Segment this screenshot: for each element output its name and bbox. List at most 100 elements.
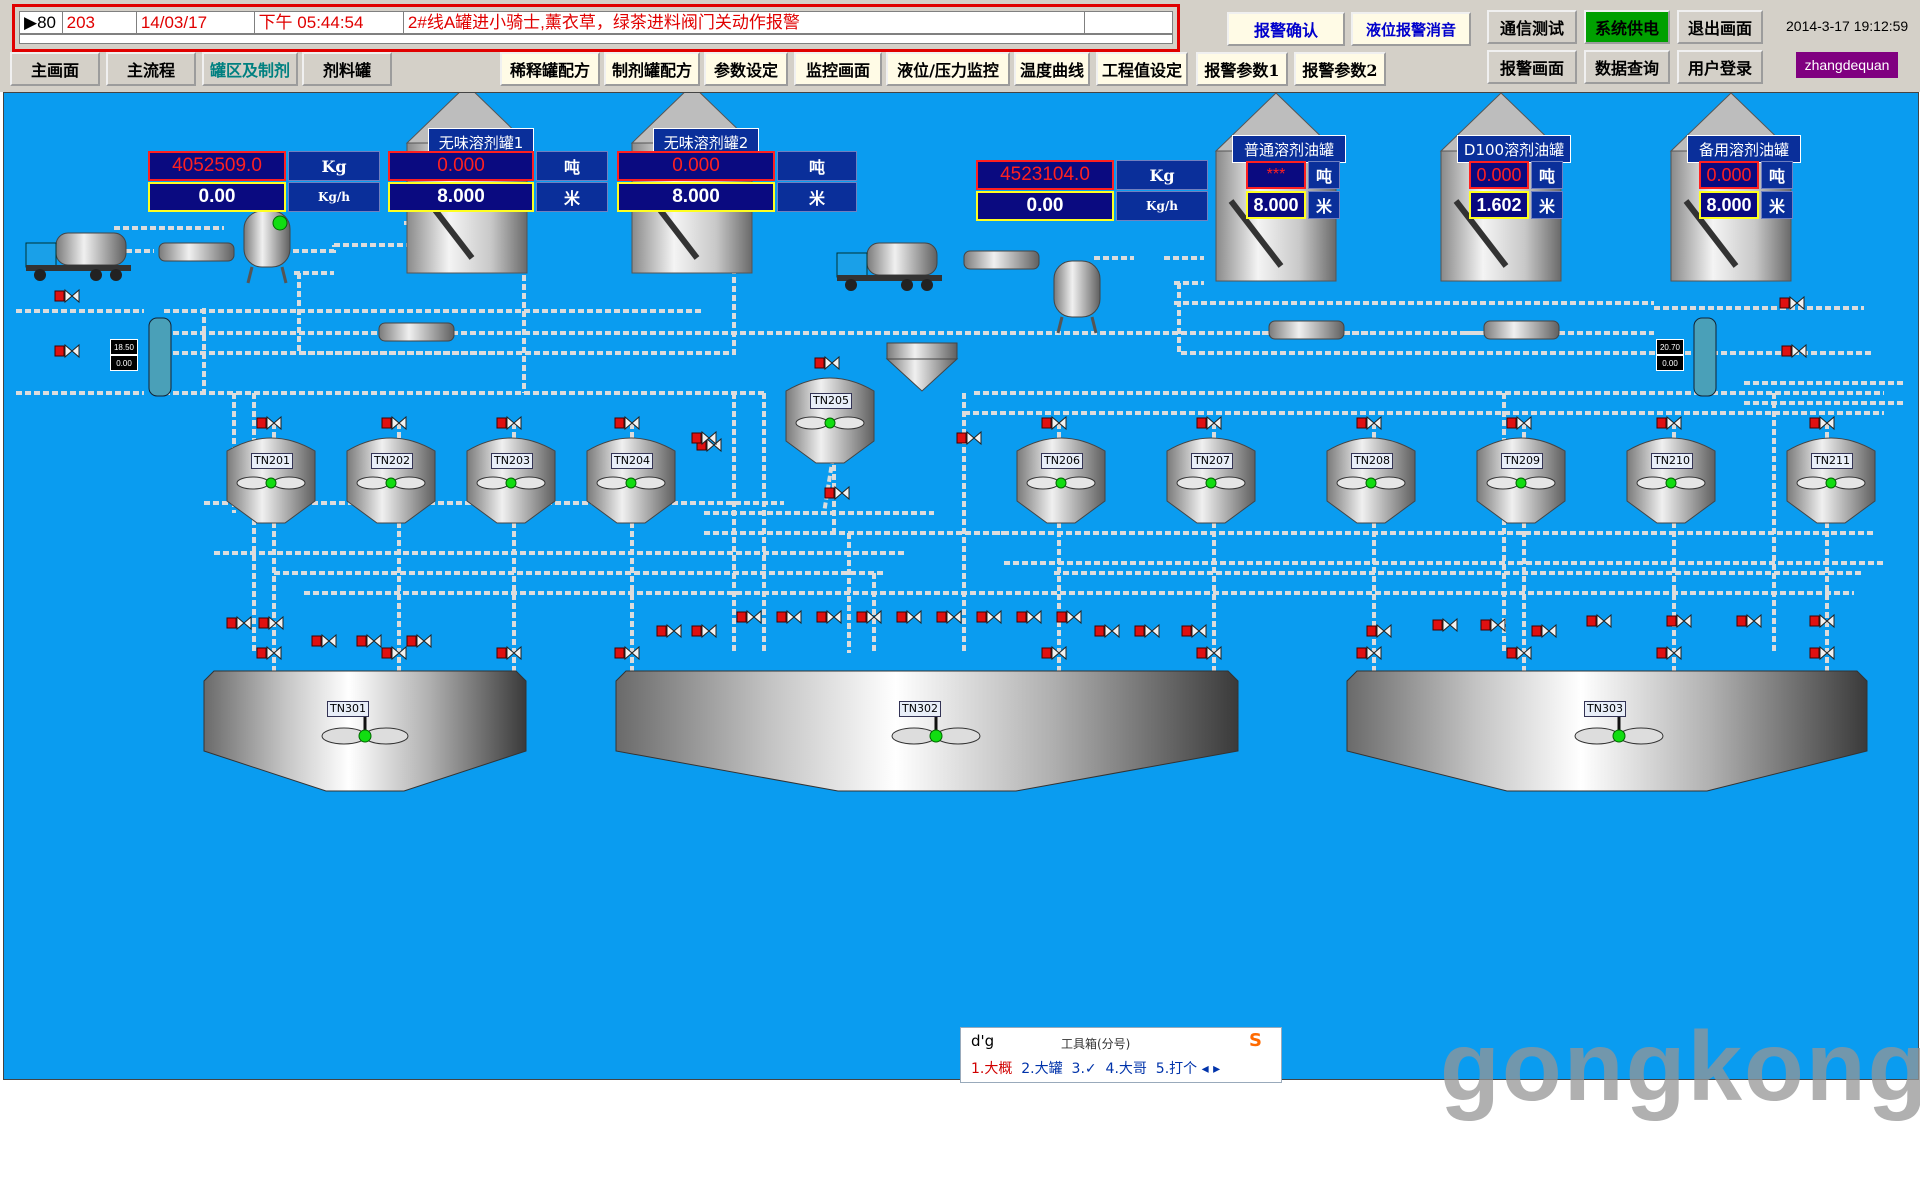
nav-button[interactable]: 罐区及制剂 (202, 52, 298, 86)
valve-icon[interactable] (1356, 645, 1382, 661)
valve-icon[interactable] (1016, 609, 1042, 625)
valve-icon[interactable] (256, 415, 282, 431)
valve-icon[interactable] (1809, 415, 1835, 431)
valve-icon[interactable] (1809, 613, 1835, 629)
valve-icon[interactable] (1056, 609, 1082, 625)
nav-button[interactable]: 液位/压力监控 (886, 52, 1010, 86)
valve-icon[interactable] (406, 633, 432, 649)
mix-tank[interactable] (1166, 437, 1256, 524)
alarm-banner[interactable]: ▶80 203 14/03/17 下午 05:44:54 2#线A罐进小骑士,薰… (12, 4, 1180, 52)
nav-button[interactable]: 制剂罐配方 (604, 52, 700, 86)
valve-icon[interactable] (1656, 645, 1682, 661)
ime-candidate[interactable]: 4.大哥 (1105, 1061, 1147, 1077)
valve-icon[interactable] (1181, 623, 1207, 639)
mix-tank[interactable] (1786, 437, 1876, 524)
valve-icon[interactable] (1586, 613, 1612, 629)
valve-icon[interactable] (496, 415, 522, 431)
system-power-button[interactable]: 系统供电 (1584, 10, 1670, 44)
valve-icon[interactable] (1506, 415, 1532, 431)
valve-icon[interactable] (381, 415, 407, 431)
valve-icon[interactable] (614, 645, 640, 661)
ime-page-arrows[interactable]: ◂ ▸ (1201, 1061, 1221, 1077)
nav-button[interactable]: 剂料罐 (302, 52, 392, 86)
nav-button[interactable]: 主流程 (106, 52, 196, 86)
valve-icon[interactable] (381, 645, 407, 661)
ime-candidate-bar[interactable]: d'g 工具箱(分号) S 1.大概 2.大罐 3.✓ 4.大哥 5.打个 ◂ … (960, 1027, 1282, 1083)
valve-icon[interactable] (311, 633, 337, 649)
valve-icon[interactable] (1531, 623, 1557, 639)
ime-candidate[interactable]: 2.大罐 (1021, 1061, 1063, 1077)
mix-tank[interactable] (226, 437, 316, 524)
valve-icon[interactable] (936, 609, 962, 625)
ime-candidate[interactable]: 1.大概 (971, 1061, 1013, 1077)
valve-icon[interactable] (1041, 645, 1067, 661)
mix-tank-label: TN202 (371, 453, 413, 469)
valve-icon[interactable] (258, 615, 284, 631)
valve-icon[interactable] (1134, 623, 1160, 639)
valve-icon[interactable] (691, 430, 717, 446)
valve-icon[interactable] (1781, 343, 1807, 359)
valve-icon[interactable] (1432, 617, 1458, 633)
mix-tank[interactable] (1626, 437, 1716, 524)
alarm-row-empty[interactable] (19, 34, 1173, 44)
valve-icon[interactable] (1366, 623, 1392, 639)
ime-candidate[interactable]: 3.✓ (1071, 1061, 1097, 1077)
exit-screen-button[interactable]: 退出画面 (1677, 10, 1763, 44)
valve-icon[interactable] (776, 609, 802, 625)
mix-tank[interactable] (1326, 437, 1416, 524)
data-query-button[interactable]: 数据查询 (1584, 50, 1670, 84)
mix-tank[interactable] (466, 437, 556, 524)
valve-icon[interactable] (614, 415, 640, 431)
alarm-row[interactable]: ▶80 203 14/03/17 下午 05:44:54 2#线A罐进小骑士,薰… (19, 11, 1173, 34)
valve-icon[interactable] (736, 609, 762, 625)
valve-icon[interactable] (1196, 415, 1222, 431)
ime-toolbox[interactable]: 工具箱(分号) (1061, 1037, 1131, 1051)
valve-icon[interactable] (896, 609, 922, 625)
mix-tank[interactable] (1016, 437, 1106, 524)
valve-icon[interactable] (1094, 623, 1120, 639)
valve-icon[interactable] (691, 623, 717, 639)
valve-icon[interactable] (1196, 645, 1222, 661)
valve-icon[interactable] (824, 485, 850, 501)
valve-icon[interactable] (856, 609, 882, 625)
level-alarm-mute-button[interactable]: 液位报警消音 (1351, 12, 1471, 46)
valve-icon[interactable] (656, 623, 682, 639)
valve-icon[interactable] (1506, 645, 1532, 661)
valve-icon[interactable] (54, 288, 80, 304)
valve-icon[interactable] (956, 430, 982, 446)
valve-icon[interactable] (226, 615, 252, 631)
nav-button[interactable]: 报警参数1 (1196, 52, 1288, 86)
mix-tank[interactable] (1476, 437, 1566, 524)
valve-icon[interactable] (1779, 295, 1805, 311)
valve-icon[interactable] (1041, 415, 1067, 431)
valve-icon[interactable] (814, 355, 840, 371)
watermark: gongkong (1440, 1011, 1920, 1121)
nav-button[interactable]: 温度曲线 (1014, 52, 1090, 86)
comm-test-button[interactable]: 通信测试 (1487, 10, 1577, 44)
user-login-button[interactable]: 用户登录 (1677, 50, 1763, 84)
alarm-screen-button[interactable]: 报警画面 (1487, 50, 1577, 84)
valve-icon[interactable] (1736, 613, 1762, 629)
valve-icon[interactable] (256, 645, 282, 661)
ime-candidate[interactable]: 5.打个 (1155, 1061, 1198, 1077)
nav-button[interactable]: 工程值设定 (1096, 52, 1188, 86)
nav-button[interactable]: 参数设定 (704, 52, 788, 86)
valve-icon[interactable] (1666, 613, 1692, 629)
alarm-ack-button[interactable]: 报警确认 (1227, 12, 1345, 46)
valve-icon[interactable] (356, 633, 382, 649)
valve-icon[interactable] (1656, 415, 1682, 431)
valve-icon[interactable] (1809, 645, 1835, 661)
valve-icon[interactable] (496, 645, 522, 661)
valve-icon[interactable] (1356, 415, 1382, 431)
valve-icon[interactable] (976, 609, 1002, 625)
nav-button[interactable]: 监控画面 (794, 52, 882, 86)
nav-button[interactable]: 主画面 (10, 52, 100, 86)
mix-tank[interactable] (346, 437, 436, 524)
nav-button[interactable]: 报警参数2 (1294, 52, 1386, 86)
valve-icon[interactable] (54, 343, 80, 359)
mix-tank[interactable] (586, 437, 676, 524)
nav-button[interactable]: 稀释罐配方 (500, 52, 600, 86)
valve-icon[interactable] (816, 609, 842, 625)
valve-icon[interactable] (1480, 617, 1506, 633)
mix-tank[interactable] (785, 377, 875, 464)
